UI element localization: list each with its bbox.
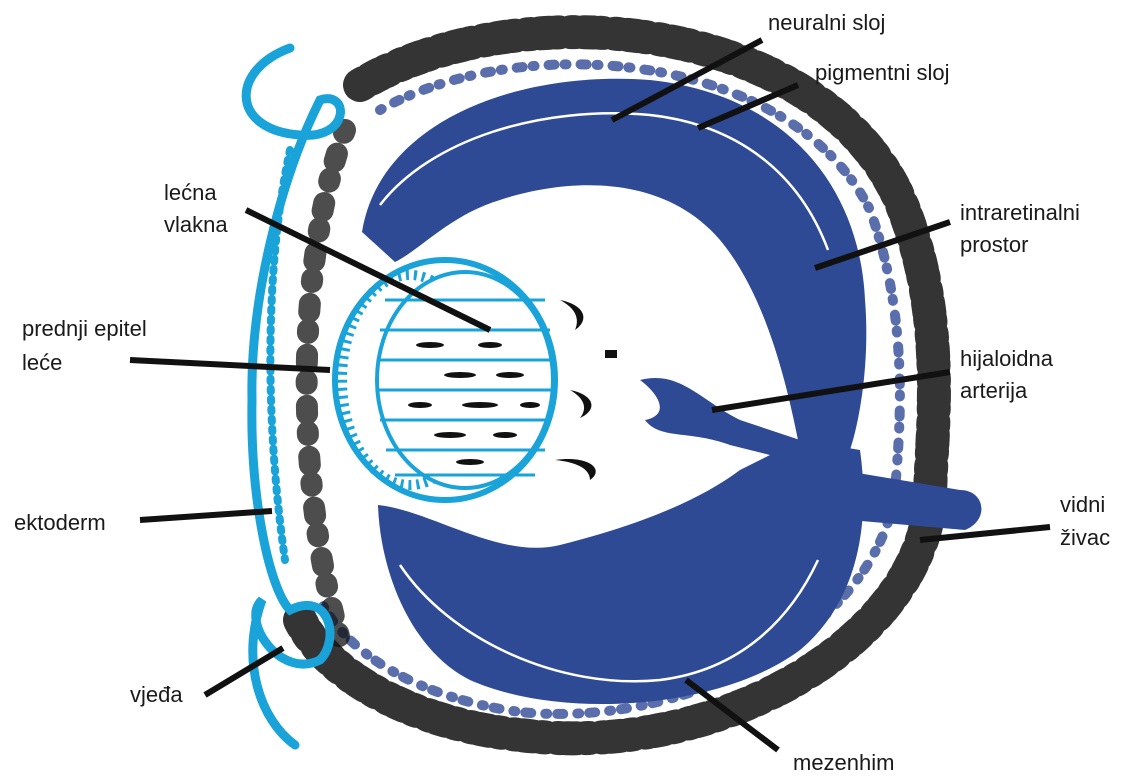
- label-vidni: vidni: [1060, 492, 1105, 517]
- label-lecna: lećna: [164, 180, 217, 205]
- leader-vjeda: [205, 648, 283, 695]
- lens: [335, 260, 617, 500]
- label-zivac: živac: [1060, 525, 1110, 550]
- lens-crescents: [555, 300, 617, 480]
- label-prednji-epitel: prednji epitel: [22, 316, 147, 341]
- label-vjeda: vjeđa: [130, 682, 183, 707]
- label-neuralni-sloj: neuralni sloj: [768, 10, 885, 35]
- label-arterija: arterija: [960, 378, 1028, 403]
- leader-ektoderm: [140, 511, 272, 520]
- ectoderm-fringe: [270, 150, 290, 560]
- label-vlakna: vlakna: [164, 212, 228, 237]
- label-prostor: prostor: [960, 232, 1028, 257]
- label-hijaloidna: hijaloidna: [960, 346, 1054, 371]
- label-intraretinalni: intraretinalni: [960, 200, 1080, 225]
- label-lece: leće: [22, 350, 62, 375]
- lens-fiber-body: [377, 272, 553, 488]
- label-ektoderm: ektoderm: [14, 510, 106, 535]
- hyaloid-artery: [640, 378, 800, 460]
- label-pigmentni-sloj: pigmentni sloj: [815, 60, 950, 85]
- label-mezenhim: mezenhim: [793, 750, 894, 775]
